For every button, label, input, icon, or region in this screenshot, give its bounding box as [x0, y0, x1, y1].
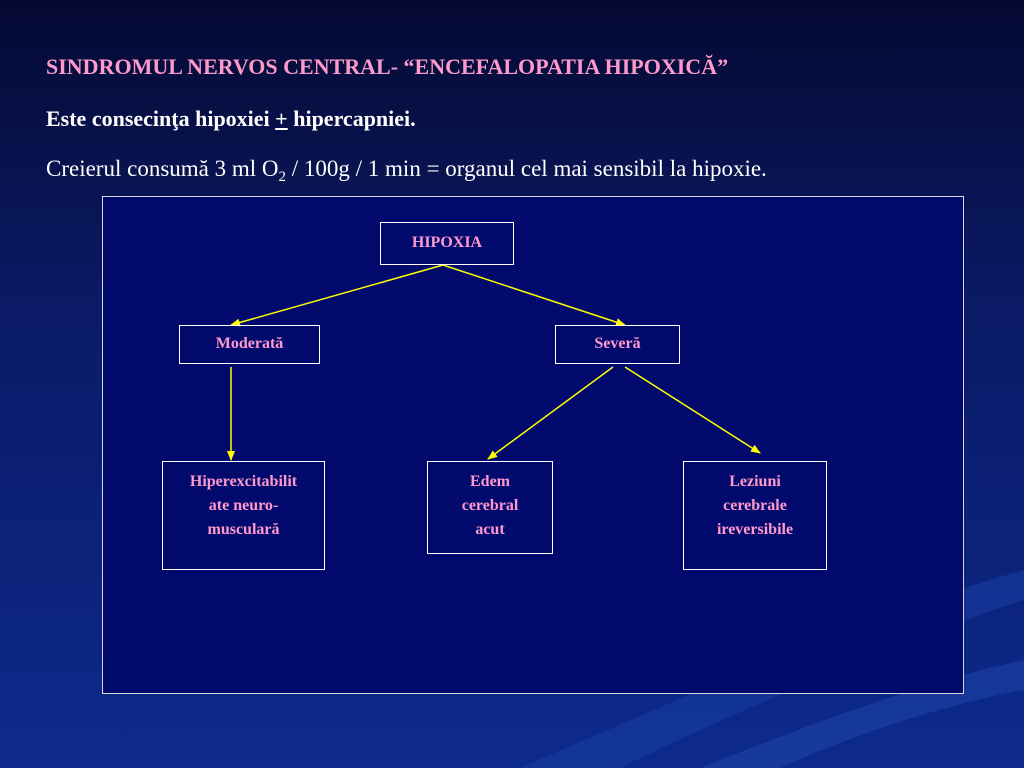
slide-title: SINDROMUL NERVOS CENTRAL- “ENCEFALOPATIA…: [46, 54, 729, 79]
node-severe: Severă: [555, 325, 680, 364]
arrow-severe-to-edema: [487, 366, 614, 460]
arrow-severe-to-lesions: [624, 366, 761, 454]
subtitle-suffix: hipercapniei.: [287, 106, 416, 131]
node-hyperexcitability: Hiperexcitabilit ate neuro- musculară: [162, 461, 325, 570]
node-hipoxia: HIPOXIA: [380, 222, 514, 265]
arrow-root-to-severe: [442, 264, 626, 326]
node-lesions: Leziuni cerebrale ireversibile: [683, 461, 827, 570]
body-suffix: / 100g / 1 min = organul cel mai sensibi…: [286, 156, 767, 181]
arrow-root-to-moderate: [230, 264, 444, 327]
oxygen-consumption-text: Creierul consumă 3 ml O2 / 100g / 1 min …: [46, 156, 767, 186]
node-moderate: Moderată: [179, 325, 320, 364]
slide-subtitle: Este consecinţa hipoxiei + hipercapniei.: [46, 106, 416, 132]
oxygen-subscript: 2: [278, 169, 287, 185]
body-prefix: Creierul consumă 3 ml O: [46, 156, 279, 181]
diagram-panel: HIPOXIA Moderată Severă Hiperexcitabilit…: [102, 196, 964, 694]
diagram-arrows: [227, 264, 761, 461]
plus-minus-symbol: +: [275, 106, 288, 131]
node-edema: Edem cerebral acut: [427, 461, 553, 554]
subtitle-prefix: Este consecinţa hipoxiei: [46, 106, 276, 131]
